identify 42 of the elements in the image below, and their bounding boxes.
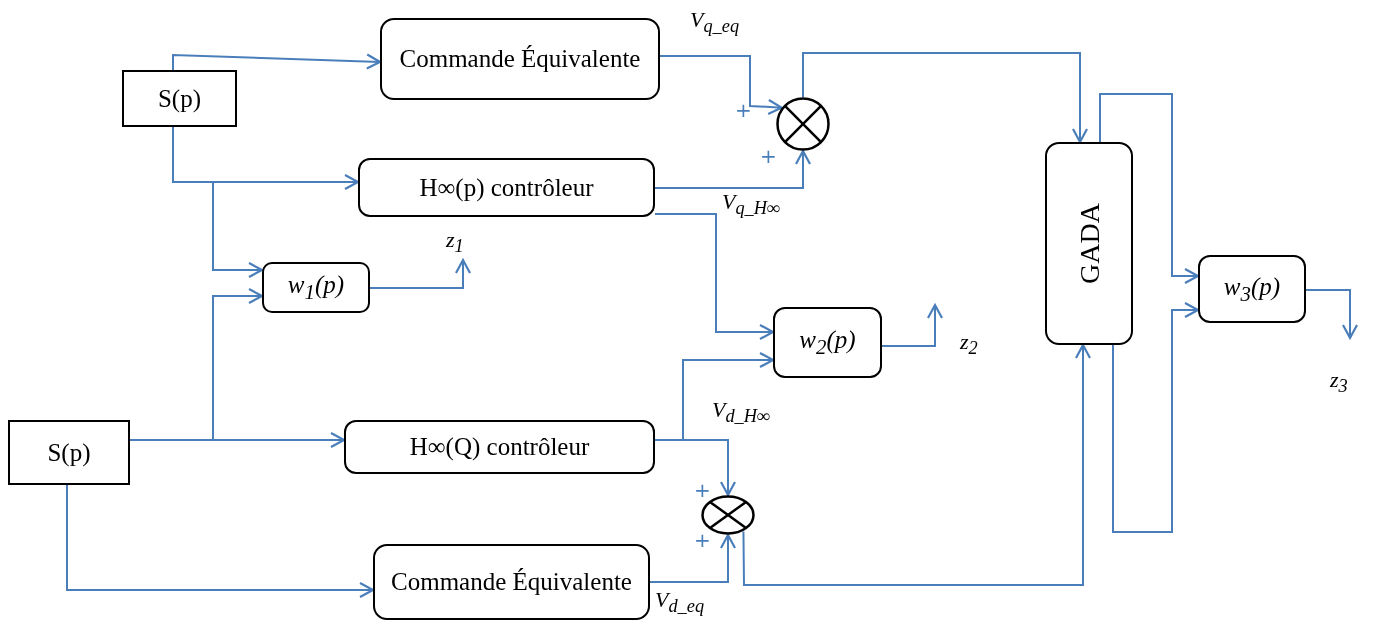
arrow [654, 439, 737, 497]
block-label: w$_{1}$(p) [287, 270, 345, 306]
arrow [659, 55, 783, 116]
arrow [172, 126, 264, 279]
summing-junction [701, 495, 755, 535]
block-label: H∞(Q) contrôleur [409, 432, 590, 463]
arrow [881, 303, 944, 347]
arrow [1099, 93, 1200, 285]
arrow [129, 431, 346, 449]
block-label: w$_{3}$(p) [1223, 272, 1281, 307]
block-box [773, 307, 882, 378]
sign-label: + [694, 530, 711, 550]
block-box [262, 262, 370, 313]
arrow [369, 258, 472, 289]
arrow [1305, 289, 1359, 340]
sign-label: + [735, 100, 752, 120]
block-label: Commande Équivalente [391, 567, 632, 598]
block-label: Commande Équivalente [399, 44, 641, 75]
arrow [654, 149, 812, 189]
arrow [172, 53, 382, 71]
block-label: GADA [1072, 203, 1106, 284]
block-box [373, 544, 650, 620]
arrow [654, 213, 775, 341]
block-box [358, 158, 655, 217]
arrow [649, 533, 737, 583]
arrow [742, 343, 1092, 586]
block-box [122, 70, 237, 127]
block-label: H∞(p) contrôleur [419, 172, 594, 204]
arrow [1112, 301, 1200, 533]
block-box [380, 18, 660, 100]
block-label: w$_{2}$(p) [799, 325, 856, 361]
block-box [344, 420, 655, 474]
block-box [1045, 142, 1133, 345]
sign-label: + [694, 480, 711, 500]
block-label: S(p) [157, 83, 202, 114]
block-box [8, 420, 130, 485]
summing-junction [776, 97, 830, 151]
arrow [802, 52, 1089, 144]
block-box [1198, 255, 1306, 323]
arrow [66, 484, 375, 599]
block-label: S(p) [47, 437, 91, 469]
sign-label: + [760, 146, 777, 166]
